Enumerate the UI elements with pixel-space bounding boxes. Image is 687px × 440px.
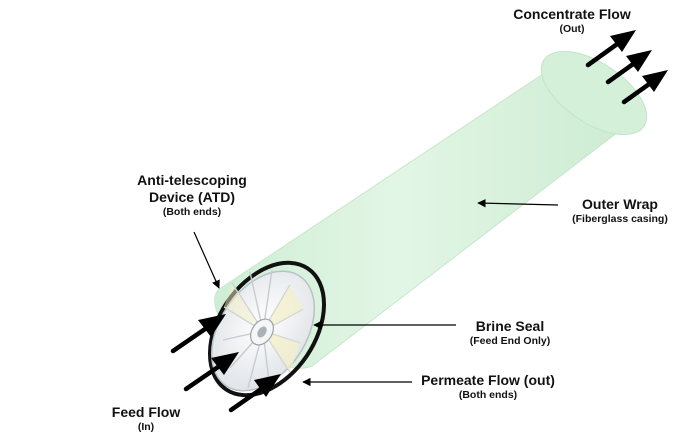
permeate-tube-opening [257,326,267,338]
flow-arrow-icon [585,30,636,68]
outer-wrap-sub: (Fiberglass casing) [572,212,668,225]
feed-flow-label: Feed Flow (In) [96,404,196,433]
pointer-arrows [193,198,559,387]
atd-line1: Anti-telescoping [137,172,247,188]
feed-flow-title: Feed Flow [111,404,181,420]
atd-line2: Device (ATD) [148,188,236,205]
brine-seal-title: Brine Seal [475,318,545,334]
permeate-flow-label: Permeate Flow (out) (Both ends) [408,372,568,401]
flow-arrow-icon [621,70,668,105]
far-end-cap [540,50,648,136]
concentrate-flow-title: Concentrate Flow [513,6,631,22]
outer-wrap-title: Outer Wrap [582,196,658,212]
outer-wrap-label: Outer Wrap (Fiberglass casing) [556,196,684,225]
flow-arrow-icon [605,50,652,85]
atd-sub: (Both ends) [162,205,222,218]
feed-flow-arrows [170,314,281,413]
flow-arrow-icon [183,352,239,392]
flow-arrow-icon [170,314,226,354]
permeate-flow-sub: (Both ends) [458,388,518,401]
concentrate-flow-label: Concentrate Flow (Out) [500,6,644,35]
concentrate-flow-sub: (Out) [559,22,585,35]
concentrate-flow-arrows [585,30,668,105]
brine-seal-label: Brine Seal (Feed End Only) [452,318,568,347]
pointer-arrow-icon [477,198,559,208]
feed-flow-sub: (In) [137,420,155,433]
brine-seal-sub: (Feed End Only) [469,334,551,347]
permeate-flow-title: Permeate Flow (out) [421,372,555,388]
flow-arrow-icon [228,374,281,413]
atd-label: Anti-telescoping Device (ATD) (Both ends… [124,172,260,218]
near-end-cap [207,260,327,398]
pointer-arrow-icon [193,231,220,289]
